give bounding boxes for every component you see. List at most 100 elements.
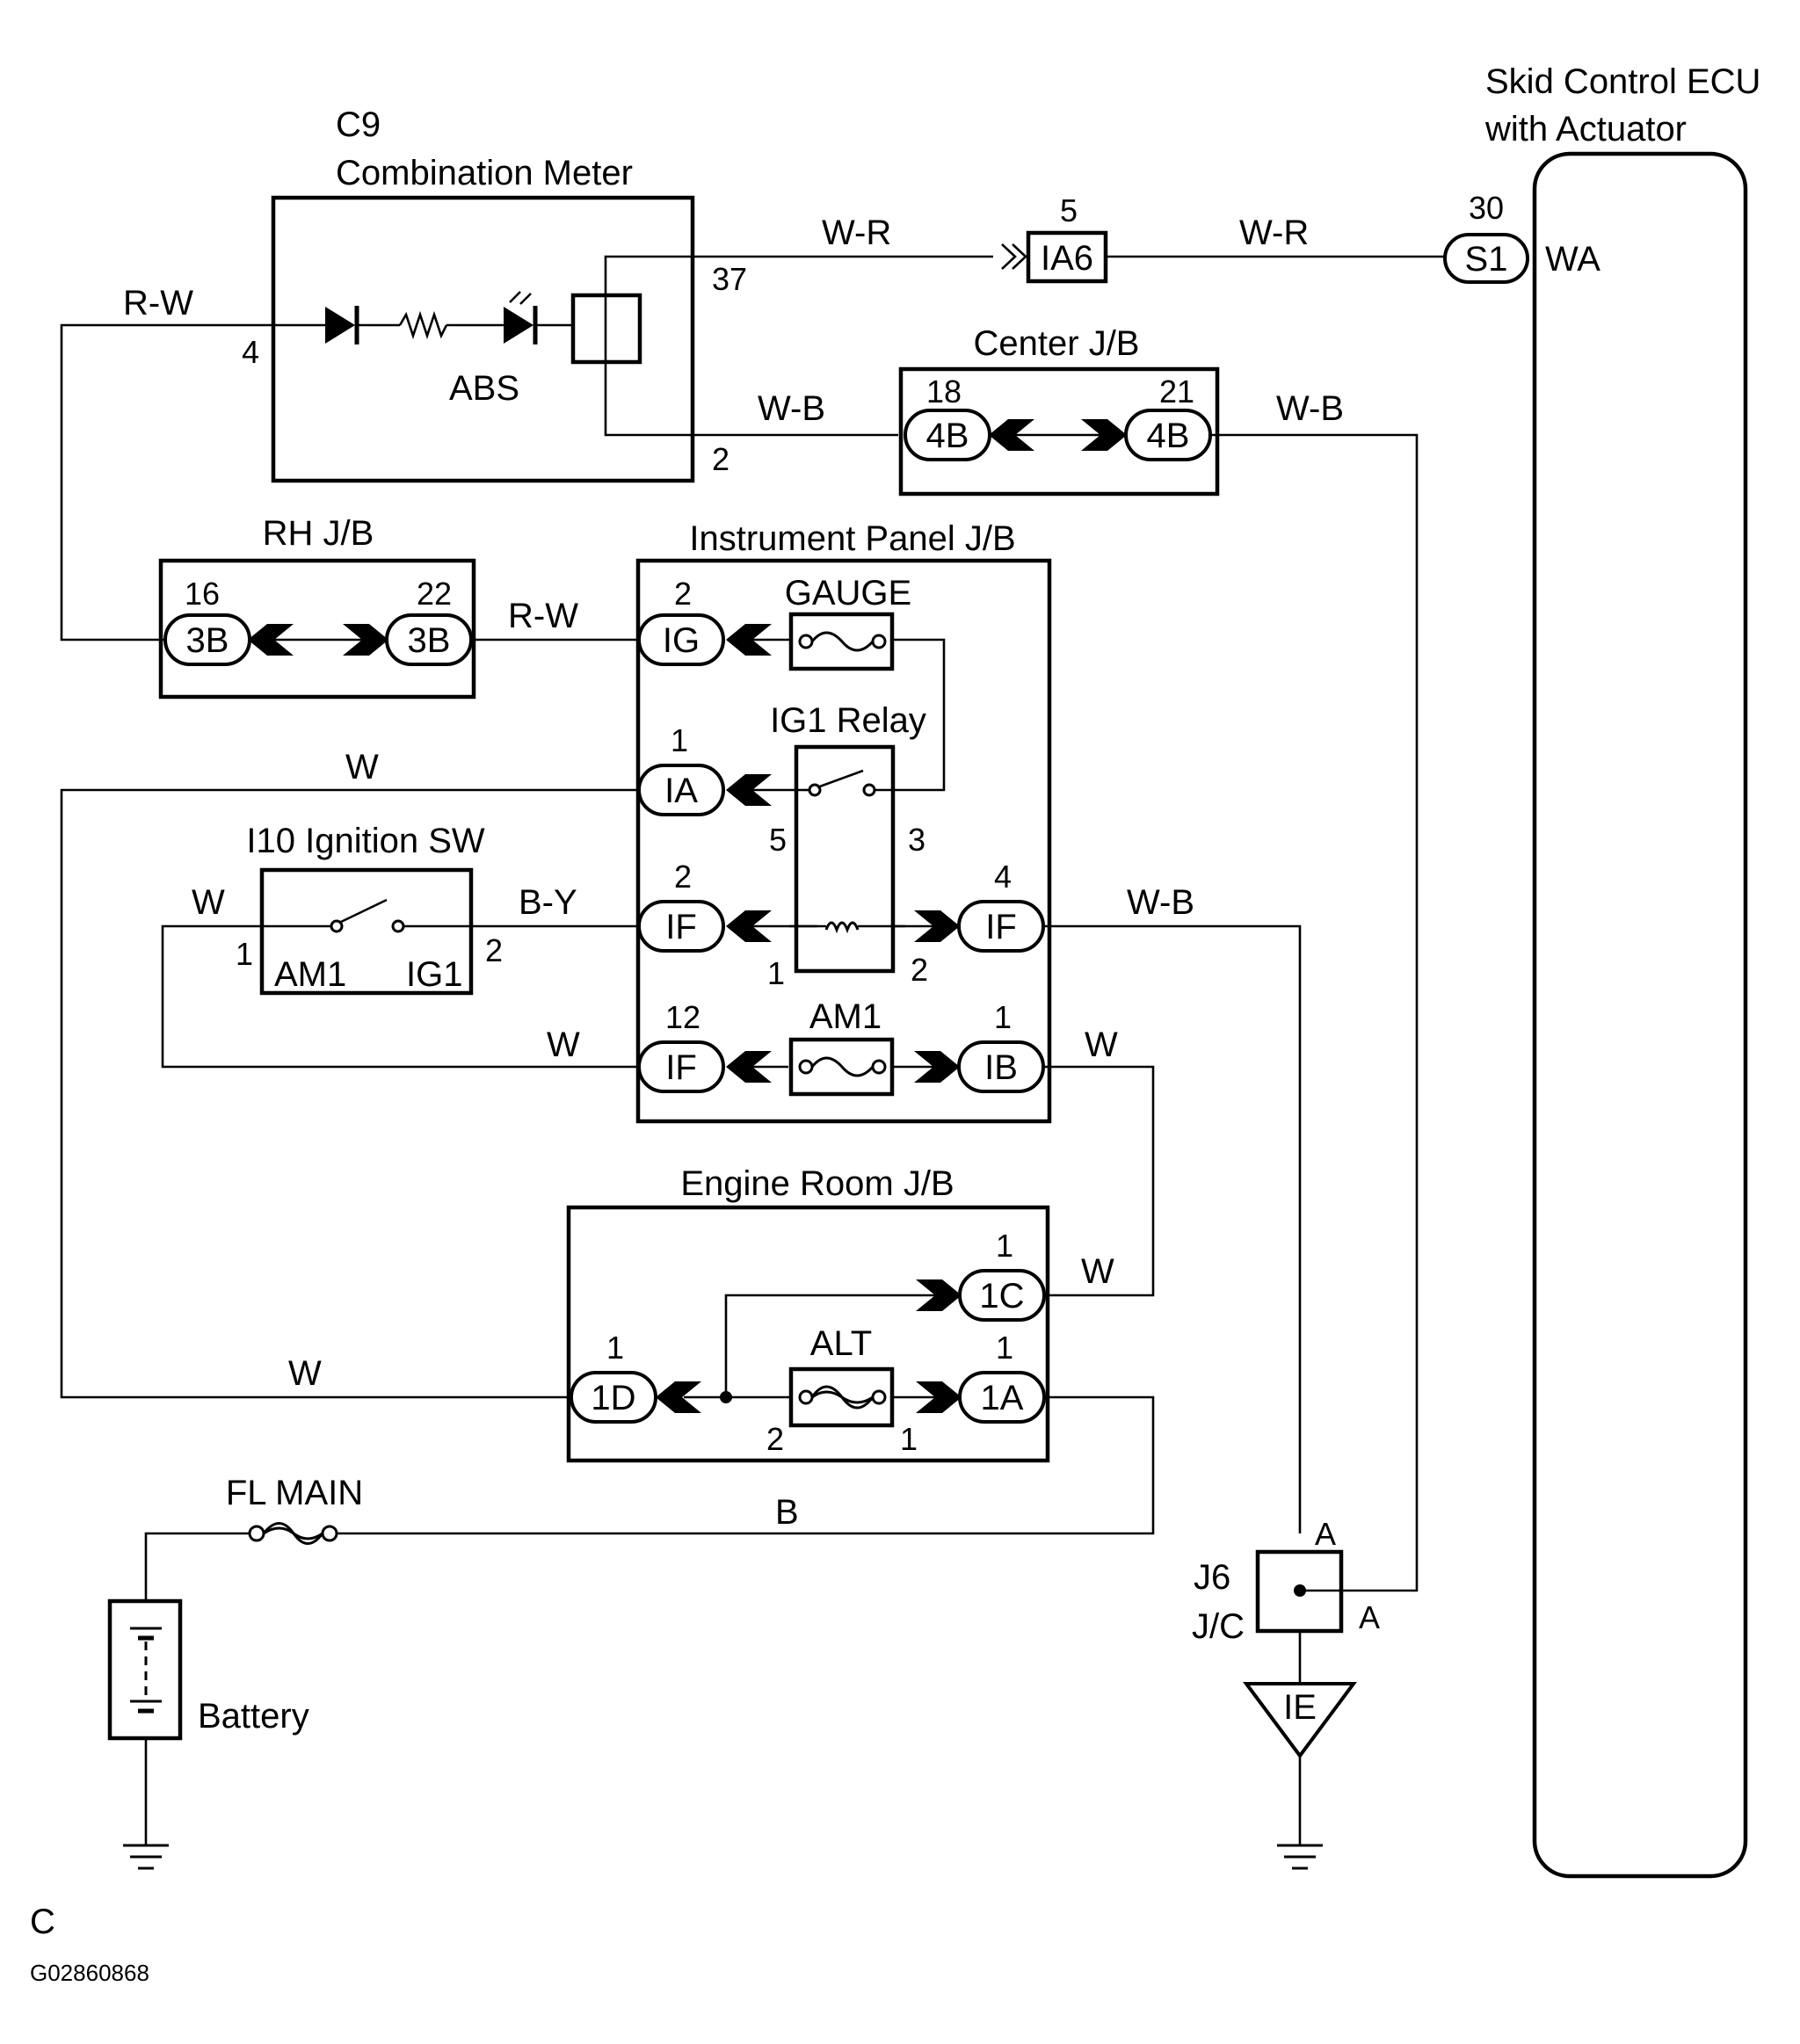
center-jb-title: Center J/B [974,324,1140,363]
if-right-conn: IF [985,908,1017,946]
gauge-fuse [788,612,895,671]
plug-icon [914,910,960,942]
ia6-pin: 5 [1060,192,1078,228]
wa-terminal: WA [1545,240,1600,279]
ia6-connector: IA6 5 [1001,192,1108,284]
rh-jb-title: RH J/B [263,514,374,553]
center-right-conn: 4B [1147,417,1190,455]
plug-icon [916,1279,962,1311]
fusible-link-icon [263,1526,323,1540]
j6-code: J6 [1194,1558,1230,1597]
fl-main-label: FL MAIN [226,1474,363,1512]
am1-fuse-label: AM1 [809,997,882,1036]
wire-w-ia: W [345,748,379,786]
if-left-pin: 2 [674,859,692,895]
rh-left-conn: 3B [186,621,229,660]
wire-rw-top: R-W [123,284,193,323]
ia-conn: IA [664,772,698,810]
led-icon [504,307,533,344]
ignition-switch: I10 Ignition SW AM1 IG1 1 2 [236,822,503,996]
socket-icon [989,419,1034,451]
socket-icon [726,910,772,942]
wire-rw-mid: R-W [508,597,578,635]
rh-right-conn: 3B [408,621,451,660]
wire-wb-meter: W-B [758,389,825,428]
if-right-pin: 4 [994,859,1012,895]
switch-icon [338,898,388,924]
ie-label: IE [1283,1688,1317,1727]
wire-w-ib: W [1085,1026,1118,1064]
fl-main-fuse: FL MAIN [226,1474,363,1545]
relay-coil-icon [824,921,860,934]
c1d-conn: 1D [591,1379,635,1417]
wire-by: B-Y [519,883,577,922]
wire-w-1c: W [1081,1252,1114,1291]
socket-icon [726,774,772,806]
ig-conn: IG [663,621,700,660]
fuse-icon [810,631,875,652]
wire-b: B [775,1493,799,1532]
diode-icon [325,307,355,344]
meter-name: Combination Meter [336,154,633,192]
ecu-block-icon [570,293,642,365]
fuse-icon [810,1056,875,1077]
s1-connector [1443,233,1529,284]
rh-right-pin: 22 [417,576,452,612]
j6-name: J/C [1192,1607,1245,1646]
center-left-conn: 4B [926,417,969,455]
center-left-pin: 18 [926,373,962,410]
s1-label: S1 [1465,240,1508,279]
instrument-panel-jb: Instrument Panel J/B IG 2 GAUGE IG1 Rela… [635,519,1052,1124]
abs-lamp-circuit [273,291,642,365]
relay-pin-2: 2 [911,952,928,988]
j6-junction: J6 J/C A A [1192,1516,1380,1646]
battery-label: Battery [198,1697,309,1736]
meter-box [271,195,695,483]
socket-icon [656,1381,701,1413]
junction-dot [720,1391,732,1403]
c1a-conn: 1A [981,1379,1024,1417]
meter-pin-2: 2 [712,441,729,477]
ecu-title-1: Skid Control ECU [1485,62,1760,101]
junction-dot [1294,1584,1306,1597]
ecu-box [1532,151,1748,1879]
meter-pin-4: 4 [242,334,259,370]
wire-wb-center: W-B [1276,389,1344,428]
plug-icon [914,1051,960,1083]
ig-pin: 2 [674,576,692,612]
battery: Battery [107,1598,309,1870]
ib-pin: 1 [994,999,1012,1035]
c1c-pin: 1 [996,1228,1013,1264]
relay-switch-icon [817,769,864,789]
c1c-conn: 1C [979,1277,1024,1316]
ign-ig1: IG1 [406,955,462,994]
engine-jb-title: Engine Room J/B [680,1164,954,1203]
rh-jb: RH J/B 3B 16 3B 22 [158,514,476,699]
ia-pin: 1 [671,722,688,758]
meter-pin-37: 37 [712,261,747,297]
relay-pin-3: 3 [908,822,925,858]
relay-pin-1: 1 [767,955,785,991]
center-right-pin: 21 [1159,373,1194,410]
ground-point-icon [1243,1682,1357,1759]
ign-pin-2: 2 [485,932,503,968]
wire-labels: R-W W-R W-R W-B W-B R-W W W B-Y W-B W W … [123,214,1344,1532]
alt-pin-2: 2 [766,1421,784,1457]
ia6-label: IA6 [1041,239,1093,278]
ib-conn: IB [984,1048,1018,1087]
wire-wr-left: W-R [822,214,891,252]
ground-ie: IE [1243,1682,1357,1870]
socket-icon [248,624,294,656]
wire-w-ign: W [192,883,225,922]
s1-pin: 30 [1469,190,1504,226]
plug-icon [343,624,388,656]
relay-label: IG1 Relay [770,701,926,740]
abs-label: ABS [449,369,519,408]
if-left-conn: IF [665,908,697,946]
plug-icon [916,1381,962,1413]
ign-title: I10 Ignition SW [246,822,484,860]
socket-icon [726,624,772,656]
resistor-icon [398,310,448,340]
ecu-title-2: with Actuator [1484,110,1687,149]
engine-room-jb: Engine Room J/B 1C 1 1D 1 ALT 2 1 1A 1 [566,1164,1050,1463]
